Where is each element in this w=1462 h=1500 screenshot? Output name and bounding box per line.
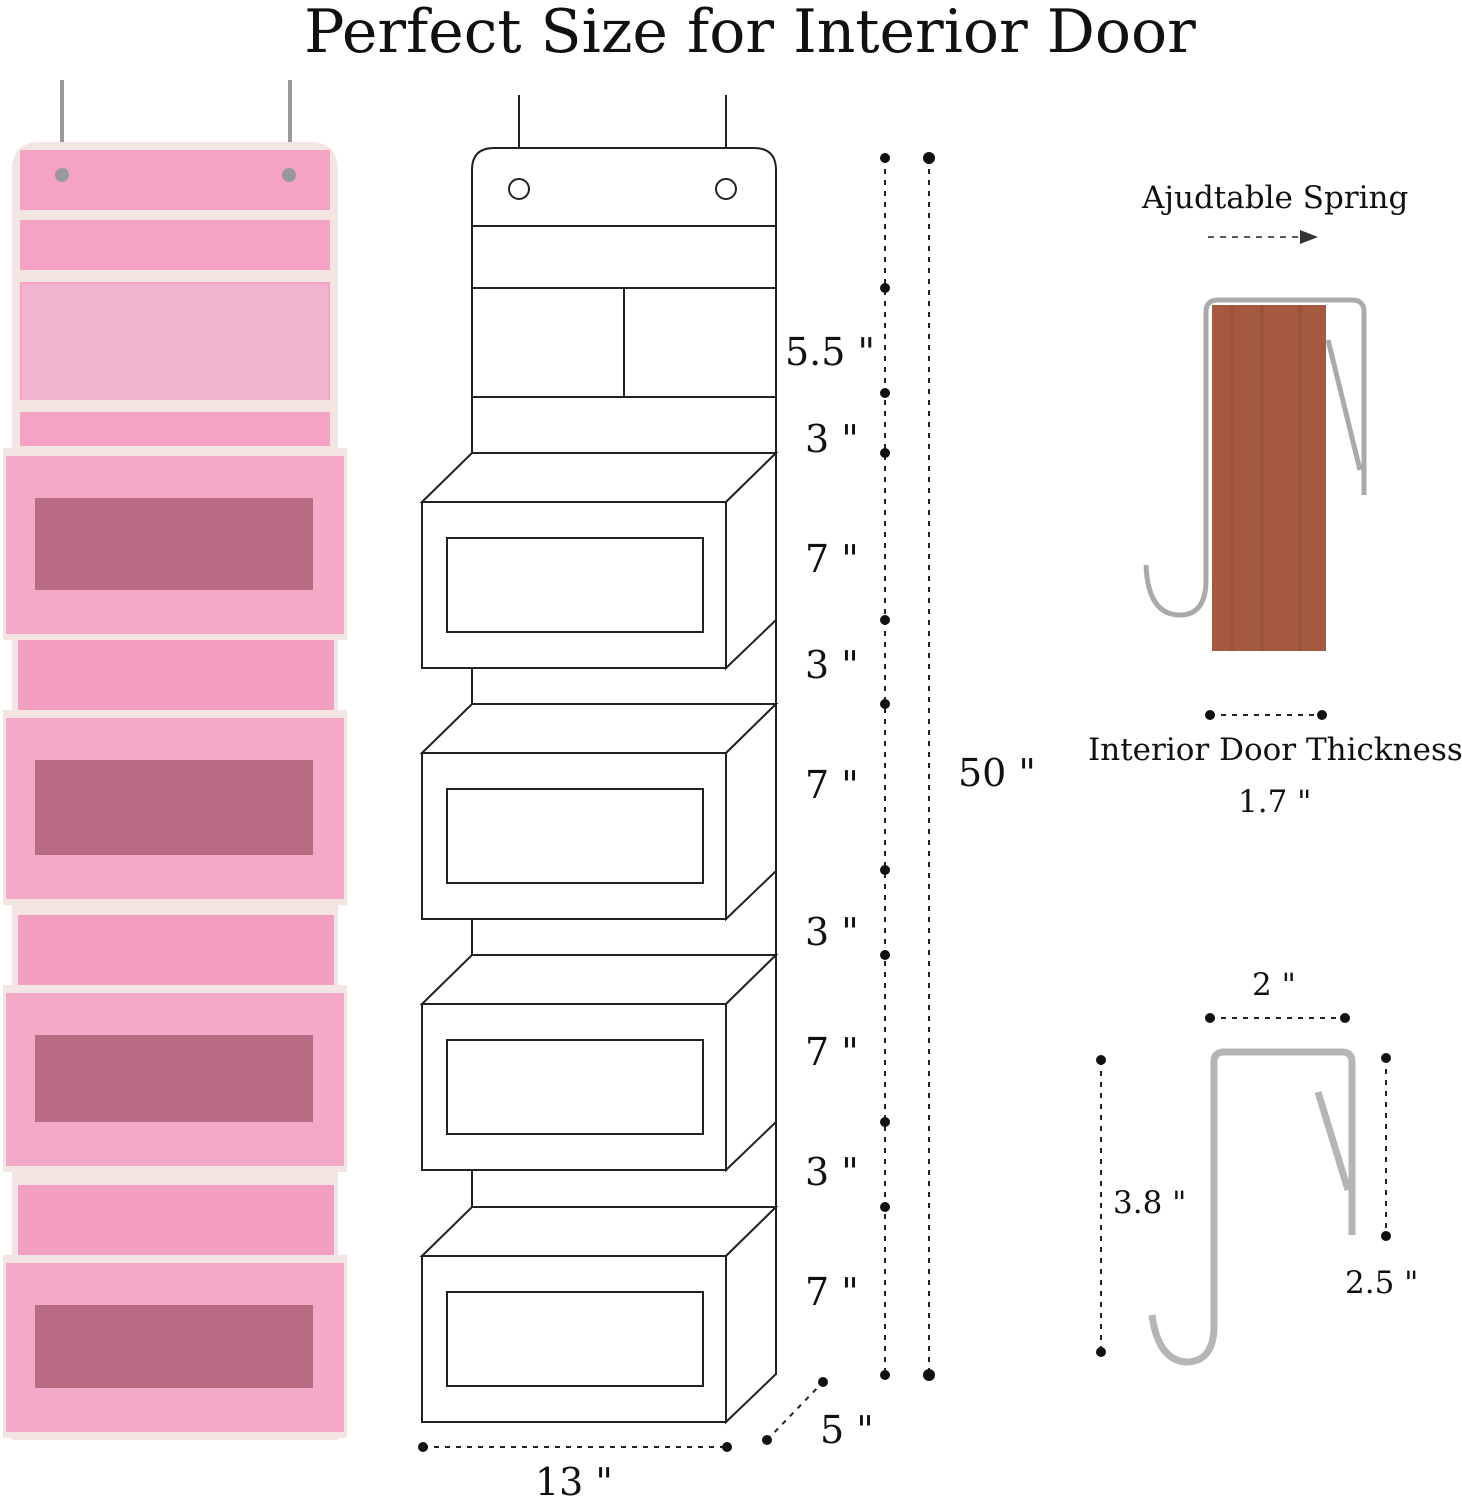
segment-height-label: 7 " bbox=[805, 763, 859, 807]
pocket-outline bbox=[419, 952, 779, 1173]
width-label: 13 " bbox=[535, 1460, 613, 1500]
dimension-dot bbox=[880, 1117, 890, 1127]
organizer-line-drawing bbox=[419, 95, 779, 1425]
segment-height-label: 7 " bbox=[805, 1270, 859, 1314]
spring-label: Ajudtable Spring bbox=[1141, 180, 1408, 216]
spring-length-label: 2.5 " bbox=[1345, 1265, 1418, 1301]
pink-pocket bbox=[3, 915, 347, 1172]
pocket-outline bbox=[419, 701, 779, 922]
pink-pocket bbox=[3, 640, 347, 905]
dimension-dot bbox=[880, 699, 890, 709]
segment-height-label: 5.5 " bbox=[785, 330, 875, 374]
dimension-dot bbox=[880, 283, 890, 293]
dimension-line bbox=[766, 1381, 824, 1441]
segment-height-label: 7 " bbox=[805, 1030, 859, 1074]
segment-height-label: 3 " bbox=[805, 1150, 859, 1194]
segment-height-label: 3 " bbox=[805, 643, 859, 687]
door-thickness-label: Interior Door Thickness bbox=[1088, 732, 1462, 768]
depth-label: 5 " bbox=[820, 1408, 874, 1452]
dimension-dot bbox=[880, 1202, 890, 1212]
segment-height-label: 7 " bbox=[805, 537, 859, 581]
door-thickness-value: 1.7 " bbox=[1238, 784, 1311, 820]
dimension-dot bbox=[880, 153, 890, 163]
hook-on-door-photo bbox=[1143, 297, 1367, 651]
total-height-label: 50 " bbox=[958, 751, 1036, 795]
pink-pocket bbox=[3, 448, 347, 640]
title: Perfect Size for Interior Door bbox=[304, 0, 1196, 67]
hook-width-label: 2 " bbox=[1252, 967, 1296, 1003]
dimension-dot bbox=[880, 388, 890, 398]
hook-photo bbox=[1148, 1048, 1356, 1366]
dimension-lines bbox=[418, 152, 1391, 1452]
hook-height-label: 3.8 " bbox=[1113, 1185, 1186, 1221]
pocket-outline bbox=[419, 1204, 779, 1425]
dimension-dot bbox=[880, 865, 890, 875]
segment-height-label: 3 " bbox=[805, 910, 859, 954]
dimension-dot bbox=[880, 1370, 890, 1380]
dimension-dot bbox=[880, 615, 890, 625]
pocket-outline bbox=[419, 450, 779, 671]
dimension-dot bbox=[880, 448, 890, 458]
dimension-dot bbox=[880, 950, 890, 960]
pink-pocket bbox=[3, 1185, 347, 1438]
segment-height-label: 3 " bbox=[805, 417, 859, 461]
pink-organizer-photo bbox=[3, 80, 347, 1440]
